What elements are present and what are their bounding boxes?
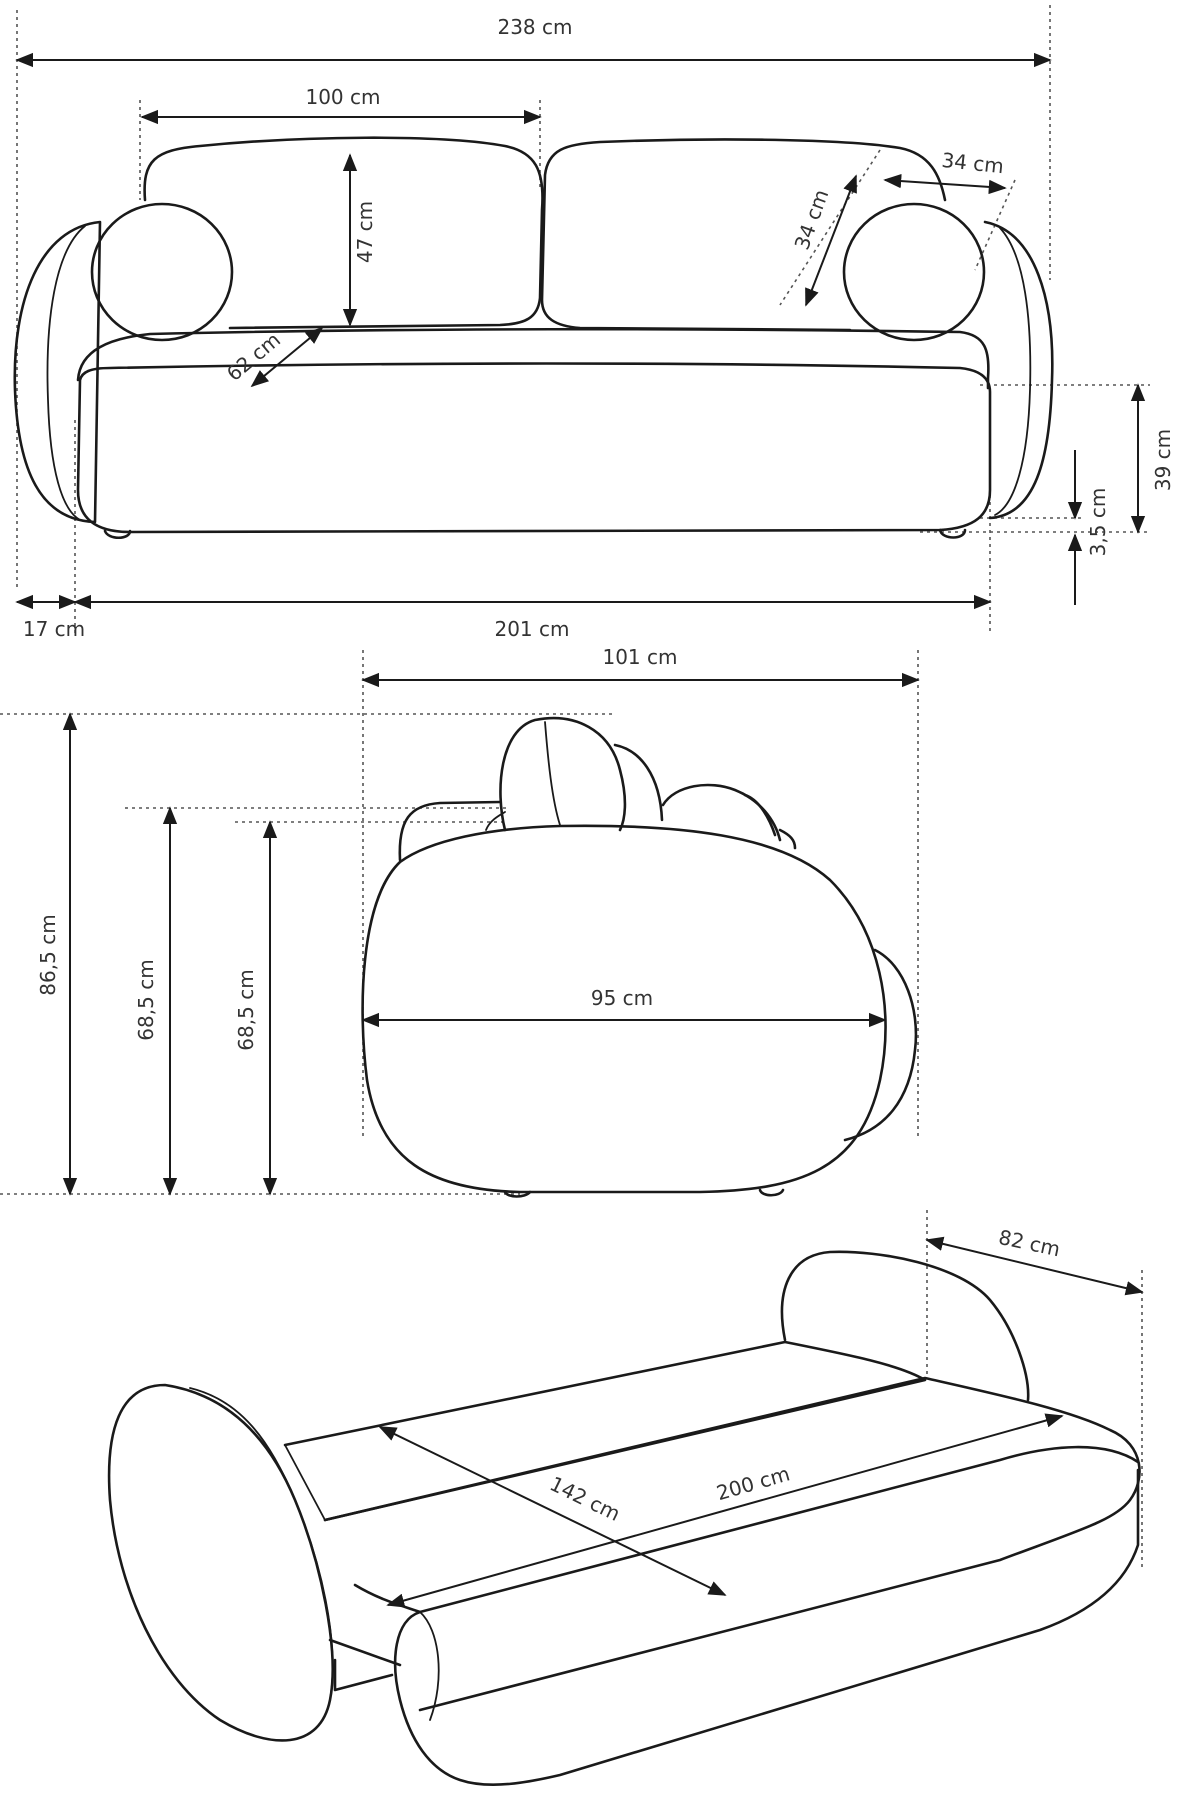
seat-cushion: [76, 327, 990, 390]
bed-front-apron: [393, 1468, 1140, 1786]
right-arm: [983, 220, 1054, 520]
label-side-depth: 101 cm: [602, 645, 677, 669]
label-total-width: 238 cm: [497, 15, 572, 39]
bed-back-panel: [283, 1340, 927, 1522]
side-arm-body: [361, 824, 887, 1194]
label-pillow-width: 34 cm: [940, 148, 1004, 178]
label-arm-height-a: 68,5 cm: [134, 959, 158, 1040]
sofa-base: [76, 362, 992, 534]
label-back-cushion-height: 47 cm: [353, 201, 377, 263]
back-cushion-left: [143, 136, 544, 330]
label-seat-height: 39 cm: [1151, 429, 1175, 491]
side-pillow-front: [661, 783, 782, 842]
pillow-left: [90, 202, 234, 342]
label-pillow-height: 34 cm: [789, 186, 833, 253]
label-inner-width: 201 cm: [494, 617, 569, 641]
label-back-cushion-width: 100 cm: [305, 85, 380, 109]
label-leg-height: 3,5 cm: [1086, 488, 1110, 557]
label-arm-width: 17 cm: [23, 617, 85, 641]
bed-view: 82 cm 142 cm 200 cm: [107, 1210, 1144, 1786]
bed-left-armrest: [107, 1383, 334, 1742]
label-sleep-length: 200 cm: [714, 1461, 793, 1505]
label-sleep-width: 142 cm: [546, 1471, 624, 1525]
bed-mattress: [323, 1376, 1141, 1712]
side-pillow-back: [499, 716, 627, 832]
label-seat-depth: 62 cm: [222, 327, 285, 385]
pillow-right: [842, 202, 986, 342]
label-arm-height-b: 68,5 cm: [234, 969, 258, 1050]
front-view: 238 cm 100 cm 47 cm 34 cm 34 cm 62 cm 39…: [13, 5, 1175, 641]
label-bed-depth: 82 cm: [996, 1225, 1062, 1261]
bed-right-armrest: [780, 1250, 1030, 1402]
left-arm: [13, 220, 102, 524]
side-view: 101 cm 86,5 cm 68,5 cm 68,5 cm 95 cm: [0, 645, 920, 1198]
label-total-height: 86,5 cm: [36, 914, 60, 995]
back-cushion-right: [540, 138, 947, 332]
label-arm-depth: 95 cm: [591, 986, 653, 1010]
